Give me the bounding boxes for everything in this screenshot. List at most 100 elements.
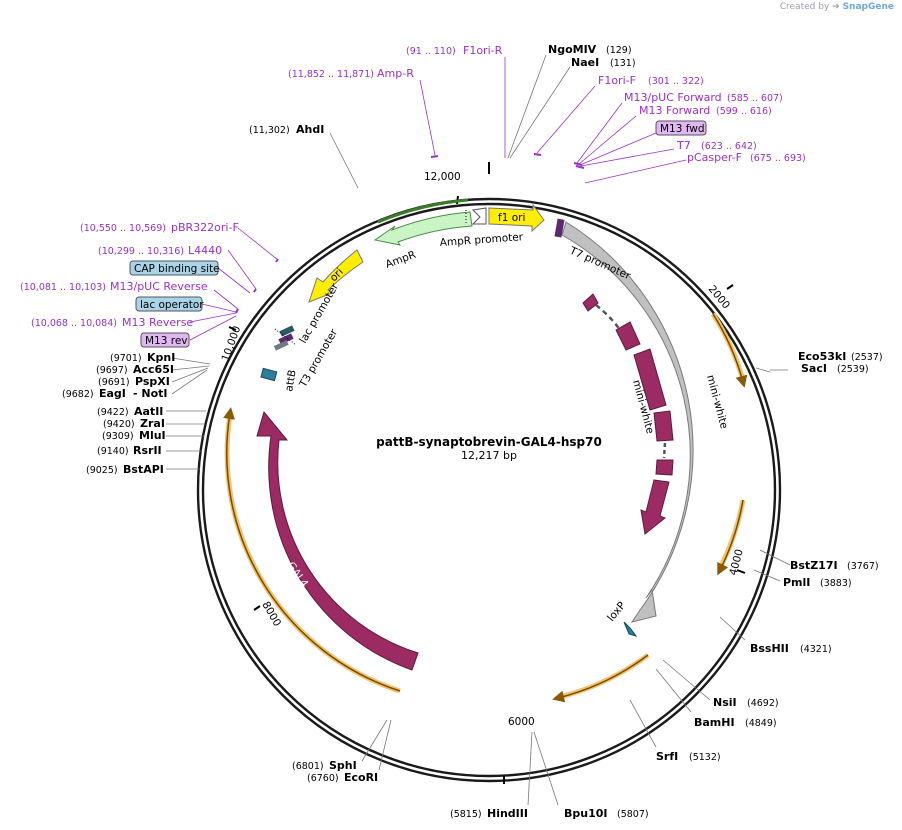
site-name-hindiii: HindIII bbox=[487, 807, 528, 820]
miniwhite-inner-exons bbox=[582, 293, 674, 535]
cap-binding-site-label: CAP binding site bbox=[134, 263, 220, 275]
primer-label-t7[interactable]: T7 (623 .. 642) bbox=[676, 139, 757, 152]
site-name-bstz17i: BstZ17I bbox=[790, 559, 838, 572]
primer-label-pbr322[interactable]: (10,550 .. 10,569) pBR322ori-F bbox=[80, 221, 239, 234]
site-label-rsrii[interactable]: (9140) RsrII bbox=[97, 444, 162, 457]
box-cap-binding-site[interactable]: CAP binding site bbox=[129, 260, 220, 276]
site-label-mlui[interactable]: (9309) MluI bbox=[102, 429, 166, 442]
ampr-label: AmpR bbox=[384, 249, 418, 271]
site-label-bstz17i[interactable]: BstZ17I (3767) bbox=[790, 559, 879, 572]
primer-range-ampr: (11,852 .. 11,871) bbox=[288, 69, 374, 80]
primer-name-f1ori-r: F1ori-R bbox=[463, 44, 503, 57]
site-label-sphi[interactable]: (6801) SphI bbox=[292, 759, 357, 772]
site-label-eagi[interactable]: (9682) EagI - NotI bbox=[62, 387, 168, 400]
site-label-ahdi[interactable]: (11,302) AhdI bbox=[249, 123, 324, 136]
site-label-acc65i[interactable]: (9697) Acc65I bbox=[96, 363, 174, 376]
ori-feature bbox=[308, 249, 364, 303]
site-label-ecori[interactable]: (6760) EcoRI bbox=[307, 771, 378, 784]
site-pos-aatii: (9422) bbox=[97, 407, 129, 418]
site-pos-bstz17i: (3767) bbox=[847, 561, 879, 572]
primer-label-m13puc-f[interactable]: M13/pUC Forward (585 .. 607) bbox=[624, 91, 783, 104]
site-name-kpni: KpnI bbox=[147, 351, 175, 364]
primer-label-f1ori-r[interactable]: (91 .. 110) F1ori-R bbox=[406, 44, 503, 57]
site-label-pspxi[interactable]: (9691) PspXI bbox=[98, 375, 170, 388]
site-pos-pspxi: (9691) bbox=[98, 377, 130, 388]
primer-name-m13puc-r: M13/pUC Reverse bbox=[110, 280, 208, 293]
site-label-aatii[interactable]: (9422) AatII bbox=[97, 405, 163, 418]
site-label-nsii[interactable]: NsiI (4692) bbox=[713, 696, 779, 709]
plasmid-name: pattB-synaptobrevin-GAL4-hsp70 bbox=[376, 435, 602, 449]
miniwhite-outer-feature bbox=[561, 221, 694, 623]
site-label-ngomiv[interactable]: NgoMIV (129) bbox=[548, 43, 632, 56]
primer-name-pbr322: pBR322ori-F bbox=[171, 221, 239, 234]
site-name-saci: SacI bbox=[801, 362, 827, 375]
tick-label-10000: 10,000 bbox=[220, 324, 244, 363]
site-name-nsii: NsiI bbox=[713, 696, 737, 709]
site-extra-noti: - NotI bbox=[133, 387, 168, 400]
primer-range-f1ori-f: (301 .. 322) bbox=[648, 76, 704, 87]
site-pos-eco53ki: (2537) bbox=[851, 352, 883, 363]
lac-operator-label: lac operator bbox=[140, 299, 204, 311]
site-name-bsshii: BssHII bbox=[750, 642, 789, 655]
primer-label-l4440[interactable]: (10,299 .. 10,316) L4440 bbox=[98, 244, 222, 257]
site-name-pmli: PmlI bbox=[783, 576, 810, 589]
site-pos-rsrii: (9140) bbox=[97, 446, 129, 457]
tick-label-12000: 12,000 bbox=[424, 171, 461, 183]
primer-label-pcasper[interactable]: pCasper-F (675 .. 693) bbox=[687, 151, 806, 164]
primer-box-m13fwd[interactable]: M13 fwd bbox=[655, 120, 707, 136]
site-pos-naei: (131) bbox=[610, 58, 636, 69]
primer-callout-lines bbox=[189, 57, 687, 341]
site-name-eagi: EagI bbox=[99, 387, 126, 400]
site-label-srfi[interactable]: SrfI (5132) bbox=[656, 750, 721, 763]
primer-name-m13-f: M13 Forward bbox=[639, 104, 710, 117]
primer-label-m13-f[interactable]: M13 Forward (599 .. 616) bbox=[639, 104, 772, 117]
site-label-zrai[interactable]: (9420) ZraI bbox=[103, 417, 165, 430]
site-label-bsshii[interactable]: BssHII (4321) bbox=[750, 642, 832, 655]
site-label-hindiii[interactable]: (5815) HindIII bbox=[450, 807, 528, 820]
ampr-feature bbox=[373, 211, 473, 246]
primer-name-m13rev: M13 rev bbox=[145, 335, 188, 347]
primer-label-ampr[interactable]: (11,852 .. 11,871) Amp-R bbox=[288, 67, 414, 80]
lac-region bbox=[273, 325, 297, 351]
primer-range-m13-f: (599 .. 616) bbox=[716, 106, 772, 117]
primer-range-pcasper: (675 .. 693) bbox=[750, 153, 806, 164]
snapgene-watermark: Created by ➜ SnapGene bbox=[780, 2, 894, 12]
site-name-naei: NaeI bbox=[571, 56, 599, 69]
site-pos-bstapi: (9025) bbox=[86, 465, 118, 476]
site-name-rsrii: RsrII bbox=[133, 444, 162, 457]
ampr-promoter-feature bbox=[471, 207, 487, 225]
box-lac-operator[interactable]: lac operator bbox=[135, 296, 204, 312]
site-label-bstapi[interactable]: (9025) BstAPI bbox=[86, 463, 164, 476]
primer-label-f1ori-f[interactable]: F1ori-F (301 .. 322) bbox=[598, 74, 704, 87]
site-pos-bsshii: (4321) bbox=[800, 644, 832, 655]
tick-label-6000: 6000 bbox=[508, 716, 535, 728]
site-name-ahdi: AhdI bbox=[296, 123, 324, 136]
primer-label-m13-r[interactable]: (10,068 .. 10,084) M13 Reverse bbox=[31, 316, 193, 329]
site-pos-mlui: (9309) bbox=[102, 431, 134, 442]
site-pos-kpni: (9701) bbox=[110, 353, 142, 364]
site-label-naei[interactable]: NaeI (131) bbox=[571, 56, 636, 69]
callout-lines bbox=[166, 54, 791, 806]
f1ori-label: f1 ori bbox=[498, 212, 525, 224]
site-pos-bamhi: (4849) bbox=[745, 718, 777, 729]
site-label-bpu10i[interactable]: Bpu10I (5807) bbox=[564, 807, 649, 820]
loxp-feature bbox=[623, 621, 638, 637]
site-label-bamhi[interactable]: BamHI (4849) bbox=[694, 716, 777, 729]
watermark-prefix: Created by bbox=[779, 2, 830, 12]
site-pos-ahdi: (11,302) bbox=[249, 125, 290, 136]
site-pos-ngomiv: (129) bbox=[606, 45, 632, 56]
site-label-saci[interactable]: SacI (2539) bbox=[801, 362, 869, 375]
site-label-eco53ki[interactable]: Eco53kI (2537) bbox=[798, 350, 883, 363]
primer-label-m13puc-r[interactable]: (10,081 .. 10,103) M13/pUC Reverse bbox=[20, 280, 208, 293]
site-pos-ecori: (6760) bbox=[307, 773, 339, 784]
backbone-outer bbox=[196, 197, 782, 783]
primer-box-m13rev[interactable]: M13 rev bbox=[140, 332, 190, 348]
primer-name-pcasper: pCasper-F bbox=[687, 151, 742, 164]
site-pos-sphi: (6801) bbox=[292, 761, 324, 772]
watermark-brand: SnapGene bbox=[842, 2, 894, 12]
site-label-pmli[interactable]: PmlI (3883) bbox=[783, 576, 852, 589]
primer-range-t7: (623 .. 642) bbox=[701, 141, 757, 152]
primer-name-m13puc-f: M13/pUC Forward bbox=[624, 91, 722, 104]
site-label-kpni[interactable]: (9701) KpnI bbox=[110, 351, 175, 364]
